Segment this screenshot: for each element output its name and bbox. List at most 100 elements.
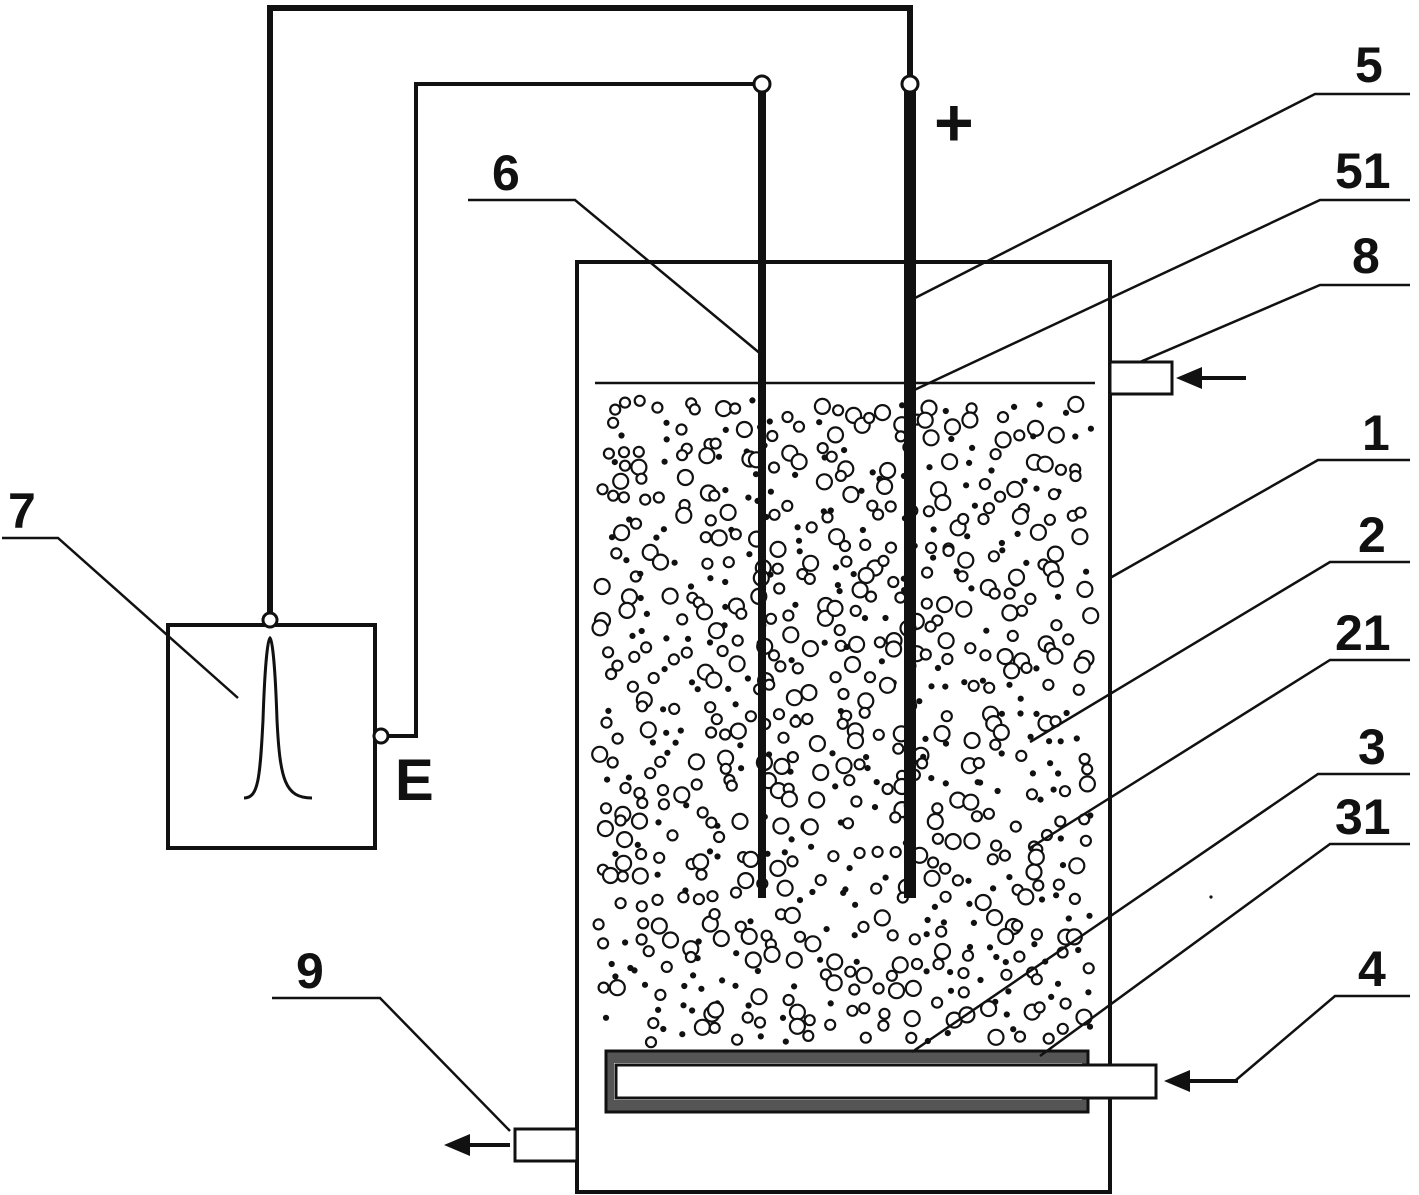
bubble xyxy=(1011,507,1030,525)
bubble xyxy=(698,985,705,992)
bubble xyxy=(741,1011,754,1024)
bubble xyxy=(779,1014,787,1022)
bubble xyxy=(983,627,990,634)
leader-lines xyxy=(2,92,1410,1132)
bubble xyxy=(786,855,799,868)
bubble xyxy=(676,613,689,626)
bubble xyxy=(940,919,948,926)
bubble xyxy=(618,459,632,472)
bubble xyxy=(708,489,721,502)
bubble xyxy=(853,758,866,771)
bubble xyxy=(873,404,892,422)
leader-1 xyxy=(1109,458,1410,580)
leader-9 xyxy=(272,996,511,1132)
bubble xyxy=(606,756,619,769)
bubble xyxy=(602,447,616,460)
bubble xyxy=(1046,570,1065,588)
bubble xyxy=(877,1019,890,1032)
bubble xyxy=(924,620,937,633)
bubble xyxy=(1058,785,1072,798)
bubble xyxy=(792,420,806,433)
bubble xyxy=(663,635,670,642)
bubble xyxy=(1029,523,1048,541)
bubble xyxy=(966,943,974,951)
bubble xyxy=(729,722,747,740)
label-5: 5 xyxy=(1355,37,1383,93)
bubble xyxy=(714,400,733,418)
bubble xyxy=(671,559,678,566)
bubble xyxy=(596,819,615,838)
bubble xyxy=(948,435,955,443)
bubble xyxy=(704,726,718,739)
bubble xyxy=(734,920,747,933)
bubble xyxy=(1072,433,1079,440)
bubble xyxy=(680,1002,687,1009)
bubble xyxy=(930,554,937,561)
label-8: 8 xyxy=(1352,228,1380,284)
bubble xyxy=(1078,752,1091,766)
bubble xyxy=(604,776,611,783)
bubble xyxy=(651,553,670,571)
bubble xyxy=(974,893,992,912)
bubble xyxy=(878,658,886,665)
bubble xyxy=(934,664,942,672)
leader-4 xyxy=(1235,994,1410,1081)
bubble xyxy=(998,710,1006,717)
bubble xyxy=(833,623,846,637)
bubble xyxy=(746,551,753,558)
bubble xyxy=(1078,775,1097,793)
leader-6 xyxy=(468,198,763,356)
bubble xyxy=(767,488,775,495)
bubble xyxy=(841,447,848,454)
bubble xyxy=(596,483,609,496)
bubble xyxy=(663,419,670,426)
bubble xyxy=(873,779,880,786)
bubble xyxy=(701,557,714,570)
bubble xyxy=(637,594,644,602)
bubble xyxy=(993,953,1000,961)
bubble xyxy=(926,812,944,831)
bubble xyxy=(630,812,649,830)
bubble xyxy=(622,939,629,946)
bubble xyxy=(1046,738,1053,745)
bubble xyxy=(858,487,865,494)
bubble xyxy=(1015,604,1029,617)
bubble xyxy=(885,969,899,982)
bubble xyxy=(712,929,730,948)
bubble xyxy=(731,812,749,831)
bubble xyxy=(1068,892,1082,906)
bubble xyxy=(988,467,995,474)
bubble xyxy=(1036,455,1054,473)
bubble xyxy=(996,647,1014,666)
bubble xyxy=(634,847,648,861)
bubble xyxy=(1032,879,1045,892)
bubble xyxy=(1027,733,1034,740)
label-21: 21 xyxy=(1335,605,1391,661)
bubble xyxy=(653,851,666,864)
bubble xyxy=(749,397,756,404)
leader-31 xyxy=(1039,842,1410,1058)
bubble xyxy=(1053,892,1060,899)
bubble xyxy=(791,983,798,990)
bubble xyxy=(834,469,848,482)
leader-21 xyxy=(1029,658,1410,850)
bubble xyxy=(793,930,807,943)
bubble xyxy=(930,526,937,533)
bubble xyxy=(801,554,820,572)
bubble xyxy=(832,783,839,790)
bubble xyxy=(781,849,788,856)
bubble xyxy=(731,634,744,647)
bubble xyxy=(908,933,921,946)
bubble xyxy=(1006,480,1024,498)
bubble xyxy=(1081,763,1094,776)
bubble xyxy=(617,491,631,504)
bubble xyxy=(965,877,972,884)
bubble xyxy=(719,977,726,984)
bubble xyxy=(1086,912,1093,919)
bubble xyxy=(889,811,902,824)
bubble xyxy=(769,859,787,878)
bubble xyxy=(910,957,924,971)
bubble xyxy=(766,418,773,425)
bubble xyxy=(857,566,875,585)
bubble xyxy=(707,575,714,582)
